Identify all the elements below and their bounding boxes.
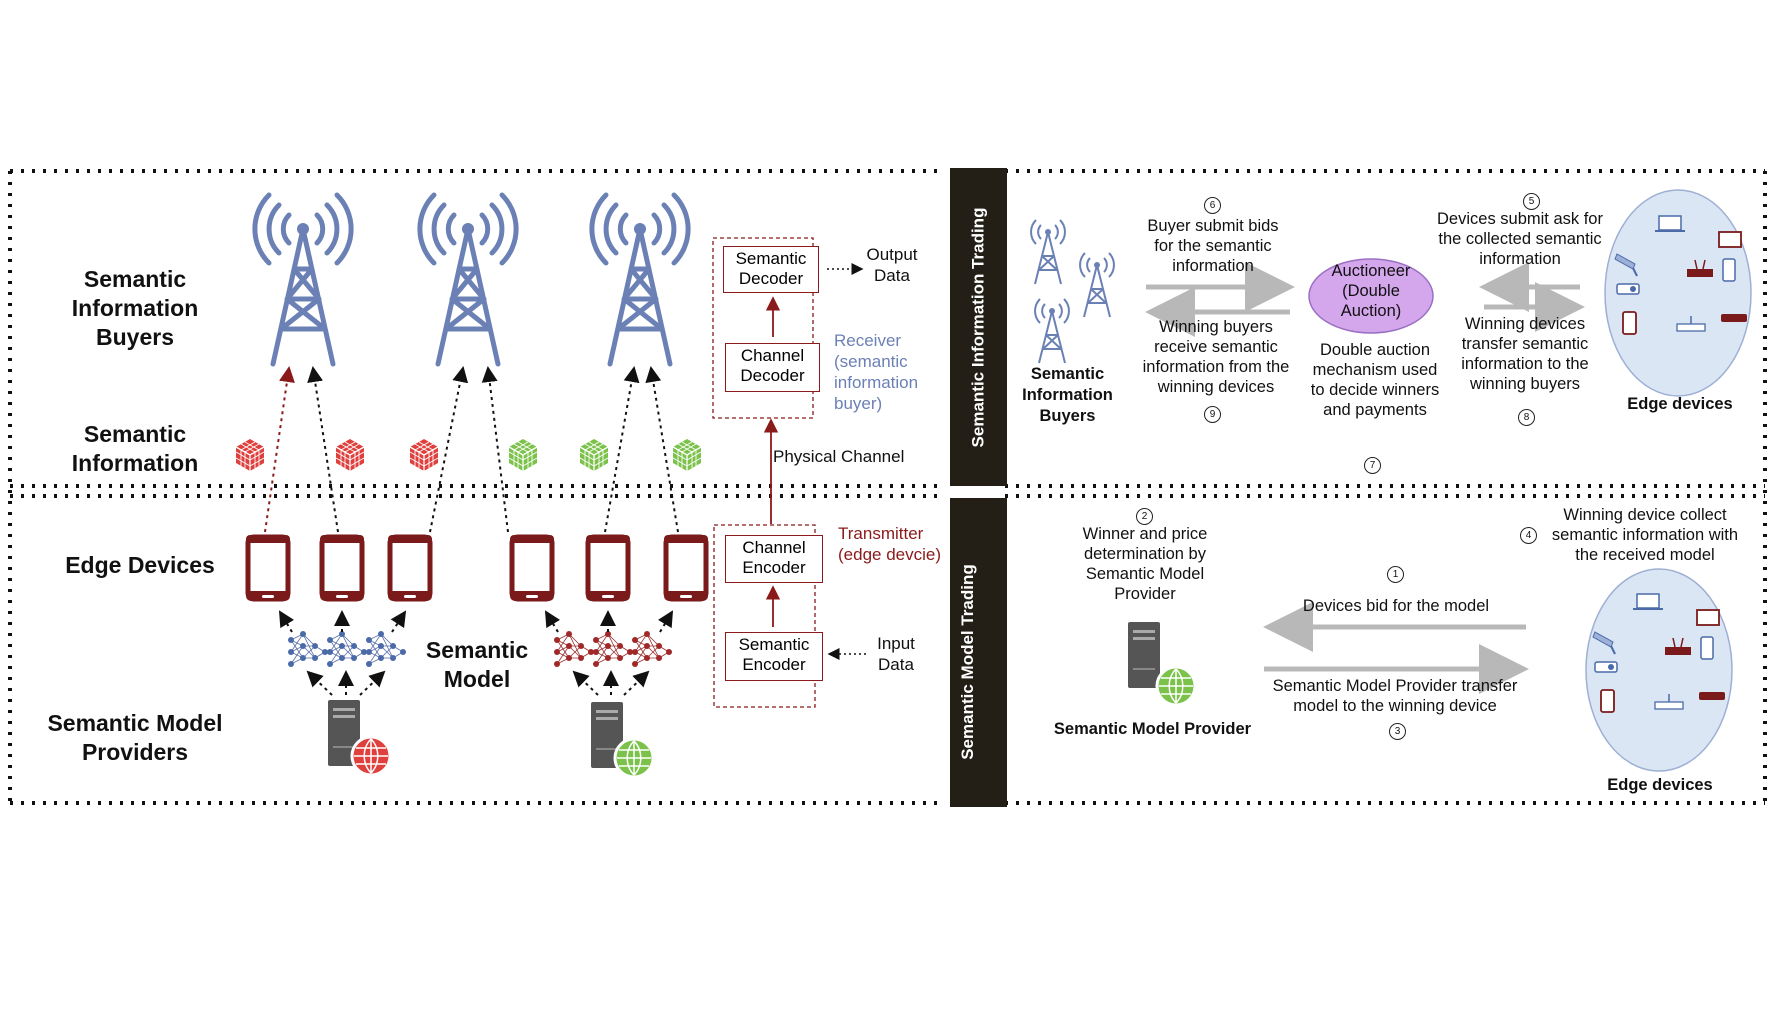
neural-net-blue-icon xyxy=(287,630,329,668)
step8-text: Winning devices transfer semantic inform… xyxy=(1461,315,1589,393)
neural-net-blue-icon xyxy=(326,630,368,668)
green-cube-icon xyxy=(579,438,609,472)
edge-devices-label: Edge Devices xyxy=(65,552,215,578)
receiver-frame xyxy=(712,237,814,419)
edge-devices-ellipse-top xyxy=(1604,189,1752,397)
tower-icon xyxy=(592,195,688,364)
step3-text: Semantic Model Provider transfer model t… xyxy=(1272,677,1518,715)
edge-device-phone-icon xyxy=(388,535,432,601)
neural-net-red-icon xyxy=(553,630,595,668)
receiver-label: Receiver (semantic information buyer) xyxy=(834,331,919,413)
buyers-label: Semantic Information Buyers xyxy=(71,266,199,350)
edge-devices-ellipse-bottom xyxy=(1585,568,1733,772)
auctioneer-ellipse xyxy=(1308,258,1434,334)
step6-number: 6 xyxy=(1204,197,1221,214)
input-data-label: Input Data xyxy=(877,634,915,674)
step9-text: Winning buyers receive semantic informat… xyxy=(1142,318,1290,396)
provider-globe-icon xyxy=(1155,665,1197,707)
model-trading-label: Semantic Model Trading xyxy=(958,564,977,760)
edge-device-phone-icon xyxy=(320,535,364,601)
step7-text: Double auction mechanism used to decide … xyxy=(1310,341,1440,419)
rt-buyers-label: Semantic Information Buyers xyxy=(1022,365,1113,425)
neural-net-red-icon xyxy=(592,630,634,668)
rt-edge-devices-label: Edge devices xyxy=(1627,395,1733,413)
rb-edge-devices-label: Edge devices xyxy=(1607,776,1713,794)
red-globe-icon xyxy=(350,735,392,777)
info-trading-bar xyxy=(950,168,1007,486)
step1-number: 1 xyxy=(1387,566,1404,583)
step2-text: Winner and price determination by Semant… xyxy=(1082,525,1208,603)
step5-number: 5 xyxy=(1523,193,1540,210)
transmitter-frame xyxy=(713,524,816,708)
green-cube-icon xyxy=(508,438,538,472)
providers-label: Semantic Model Providers xyxy=(47,710,223,765)
step2-number: 2 xyxy=(1136,508,1153,525)
red-cube-icon xyxy=(235,438,265,472)
small-tower-icon xyxy=(1030,219,1066,285)
physical-channel-label: Physical Channel xyxy=(773,447,905,466)
small-tower-icon xyxy=(1034,298,1070,364)
frame-lines xyxy=(8,169,1767,805)
neural-net-red-icon xyxy=(631,630,673,668)
step5-text: Devices submit ask for the collected sem… xyxy=(1437,210,1603,268)
red-cube-icon xyxy=(409,438,439,472)
channel-encoder-box: Channel Encoder xyxy=(725,535,823,583)
semantic-encoder-box: Semantic Encoder xyxy=(725,632,823,681)
edge-device-phone-icon xyxy=(246,535,290,601)
neural-net-blue-icon xyxy=(365,630,407,668)
auctioneer-label: Auctioneer (Double Auction) xyxy=(1331,262,1411,320)
semantic-model-label: Semantic Model xyxy=(425,637,529,692)
edge-device-phone-icon xyxy=(586,535,630,601)
output-data-label: Output Data xyxy=(866,245,918,285)
provider-label: Semantic Model Provider xyxy=(1053,720,1252,738)
transmitter-label: Transmitter (edge devcie) xyxy=(838,524,942,564)
edge-device-phone-icon xyxy=(510,535,554,601)
step1-text: Devices bid for the model xyxy=(1302,597,1490,615)
step3-number: 3 xyxy=(1389,723,1406,740)
semantic-info-label: Semantic Information xyxy=(71,421,199,476)
channel-decoder-box: Channel Decoder xyxy=(725,343,820,392)
edge-device-phone-icon xyxy=(664,535,708,601)
step8-number: 8 xyxy=(1518,409,1535,426)
tower-icon xyxy=(420,195,516,364)
provider-server-icon xyxy=(1128,622,1160,688)
red-cube-icon xyxy=(335,438,365,472)
step7-number: 7 xyxy=(1364,457,1381,474)
green-cube-icon xyxy=(672,438,702,472)
green-globe-icon xyxy=(613,737,655,779)
small-tower-icon xyxy=(1079,252,1115,318)
step9-number: 9 xyxy=(1204,406,1221,423)
step6-text: Buyer submit bids for the semantic infor… xyxy=(1147,217,1279,275)
tower-icon xyxy=(255,195,351,364)
step4-text: Winning device collect semantic informat… xyxy=(1551,506,1739,564)
model-trading-bar xyxy=(950,498,1007,807)
step4-number: 4 xyxy=(1520,527,1537,544)
info-trading-label: Semantic Information Trading xyxy=(968,207,988,448)
semantic-decoder-box: Semantic Decoder xyxy=(723,246,819,293)
